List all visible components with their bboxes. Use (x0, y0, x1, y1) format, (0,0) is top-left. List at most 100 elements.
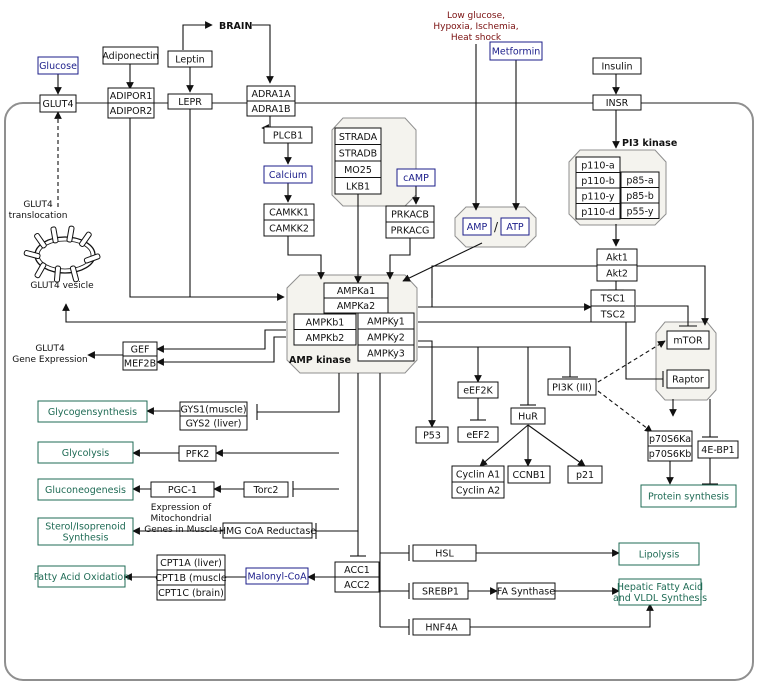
lkb1-complex-lkb1: LKB1 (334, 177, 382, 195)
outcome-glycogen-text: Glycogensynthesis (48, 407, 137, 418)
raptor-node: Raptor (666, 369, 710, 389)
tsc-tsc2-text: TSC2 (600, 310, 626, 321)
hnf4a-node-text: HNF4A (425, 623, 458, 634)
calcium-node-text: Calcium (269, 170, 307, 181)
amp-node-text: AMP (467, 222, 488, 233)
gef-gef-text: GEF (131, 345, 150, 356)
prkac-prkacg-text: PRKACG (391, 226, 430, 237)
outcome-lipolysis-text: Lipolysis (639, 550, 680, 561)
adra-adra1a: ADRA1A (246, 85, 296, 102)
stress-line-2: Hypoxia, Ischemia, (433, 22, 518, 32)
p110-p110y-text: p110-y (581, 191, 614, 202)
outcome-protein: Protein synthesis (640, 484, 737, 508)
outcome-gluconeo: Gluconeogenesis (37, 478, 134, 501)
p110-p110a: p110-a (575, 156, 621, 173)
camkk-camkk1: CAMKK1 (263, 203, 315, 221)
torc2-node: Torc2 (243, 481, 289, 498)
amp-node: AMP (462, 217, 492, 236)
p110-p110d-text: p110-d (581, 207, 615, 218)
pi3k3-node: PI3K (III) (547, 378, 597, 396)
ampky-ampky1-text: AMPKy1 (367, 317, 405, 328)
lkb1-complex-strada-text: STRADA (339, 132, 378, 143)
pgc1-node-text: PGC-1 (168, 485, 197, 496)
prkac-prkacb-text: PRKACB (391, 210, 429, 221)
plcb1-node-text: PLCB1 (273, 131, 303, 142)
insulin-node: Insulin (592, 57, 642, 75)
adipor-adipor2-text: ADIPOR2 (110, 106, 152, 117)
calcium-node: Calcium (263, 165, 313, 184)
cyclin-cyclina2-text: Cyclin A2 (456, 486, 500, 497)
insulin-node-text: Insulin (601, 62, 632, 73)
p70-p70s6ka-text: p70S6Ka (649, 434, 691, 445)
pfk2-node-text: PFK2 (186, 449, 209, 460)
p70-p70s6kb-text: p70S6Kb (649, 449, 691, 460)
metformin-node-text: Metformin (492, 47, 541, 58)
plcb1-node: PLCB1 (263, 126, 313, 144)
adra-adra1b: ADRA1B (246, 100, 296, 117)
ampky-ampky3: AMPKy3 (357, 344, 415, 362)
lkb1-complex-stradb-text: STRADB (339, 148, 377, 159)
camkk-camkk1-text: CAMKK1 (269, 208, 309, 219)
outcome-protein-text: Protein synthesis (648, 492, 729, 503)
atp-node: ATP (500, 217, 530, 236)
adipor-adipor2: ADIPOR2 (107, 102, 155, 119)
akt-akt1: Akt1 (596, 248, 638, 266)
outcome-sterol-text-1: Sterol/Isoprenoid (45, 522, 126, 533)
fasynthase-node: FA Synthase (496, 582, 556, 600)
4ebp1-node-text: 4E-BP1 (701, 445, 734, 456)
p110-p110y: p110-y (575, 187, 621, 204)
outcome-glycolysis-text: Glycolysis (62, 448, 110, 459)
outcome-gluconeo-text: Gluconeogenesis (45, 485, 126, 496)
ampky-ampky2: AMPKy2 (357, 328, 415, 346)
srebp1-node-text: SREBP1 (422, 587, 459, 598)
glut4-vesicle-icon (23, 225, 101, 283)
pgc1-node: PGC-1 (150, 481, 215, 498)
ampky-ampky2-text: AMPKy2 (367, 333, 405, 344)
tsc-tsc1: TSC1 (590, 289, 636, 307)
ampk-label: AMP kinase (289, 355, 351, 366)
p85-p85b-text: p85-b (626, 191, 654, 202)
stress-line-1: Low glucose, (447, 11, 505, 21)
p70-p70s6ka: p70S6Ka (647, 430, 693, 447)
p85-p85a-text: p85-a (626, 175, 653, 186)
cpt1-cpt1c: CPT1C (brain) (156, 584, 226, 601)
ampkb-ampkb2: AMPKb2 (293, 329, 357, 346)
atp-node-text: ATP (506, 222, 524, 233)
eef2-node: eEF2 (457, 426, 499, 443)
eef2k-node-text: eEF2K (463, 386, 493, 397)
metformin-node: Metformin (489, 41, 543, 61)
torc2-node-text: Torc2 (253, 485, 279, 496)
mito-expression-1: Expression of (151, 503, 212, 513)
malonyl-node: Malonyl-CoA (245, 567, 309, 585)
lkb1-complex-mo25: MO25 (334, 160, 382, 178)
eef2k-node: eEF2K (457, 381, 499, 399)
akt-akt2: Akt2 (596, 264, 638, 282)
gys-gys2: GYS2 (liver) (179, 415, 248, 431)
cpt1-cpt1c-text: CPT1C (brain) (158, 588, 224, 599)
glut4-expression-2: Gene Expression (12, 355, 87, 365)
cyclin-cyclina1-text: Cyclin A1 (456, 470, 500, 481)
outcome-lipolysis: Lipolysis (618, 542, 700, 566)
ampky-ampky3-text: AMPKy3 (367, 349, 405, 360)
cpt1-cpt1b: CPT1B (muscle (155, 569, 227, 586)
p85-p85a: p85-a (620, 171, 660, 188)
lkb1-complex-stradb: STRADB (334, 144, 382, 162)
prkac-prkacg: PRKACG (385, 221, 435, 239)
amp-atp-slash: / (494, 220, 499, 234)
glut4-translocation-2: translocation (9, 211, 68, 221)
adipor-adipor1: ADIPOR1 (107, 87, 155, 104)
gef-mef2b: MEF2B (122, 355, 158, 371)
pi3k-label: PI3 kinase (622, 138, 677, 149)
fasynthase-node-text: FA Synthase (497, 587, 555, 598)
glut4-node: GLUT4 (39, 94, 77, 113)
adiponectin-node-text: Adiponectin (102, 51, 158, 62)
hur-node-text: HuR (518, 412, 538, 423)
cyclin-cyclina1: Cyclin A1 (451, 465, 505, 483)
glut4-expression-1: GLUT4 (35, 344, 65, 354)
p21-node: p21 (567, 465, 603, 484)
p53-node-text: P53 (423, 431, 441, 442)
ampka-ampka2-text: AMPKa2 (337, 301, 375, 312)
